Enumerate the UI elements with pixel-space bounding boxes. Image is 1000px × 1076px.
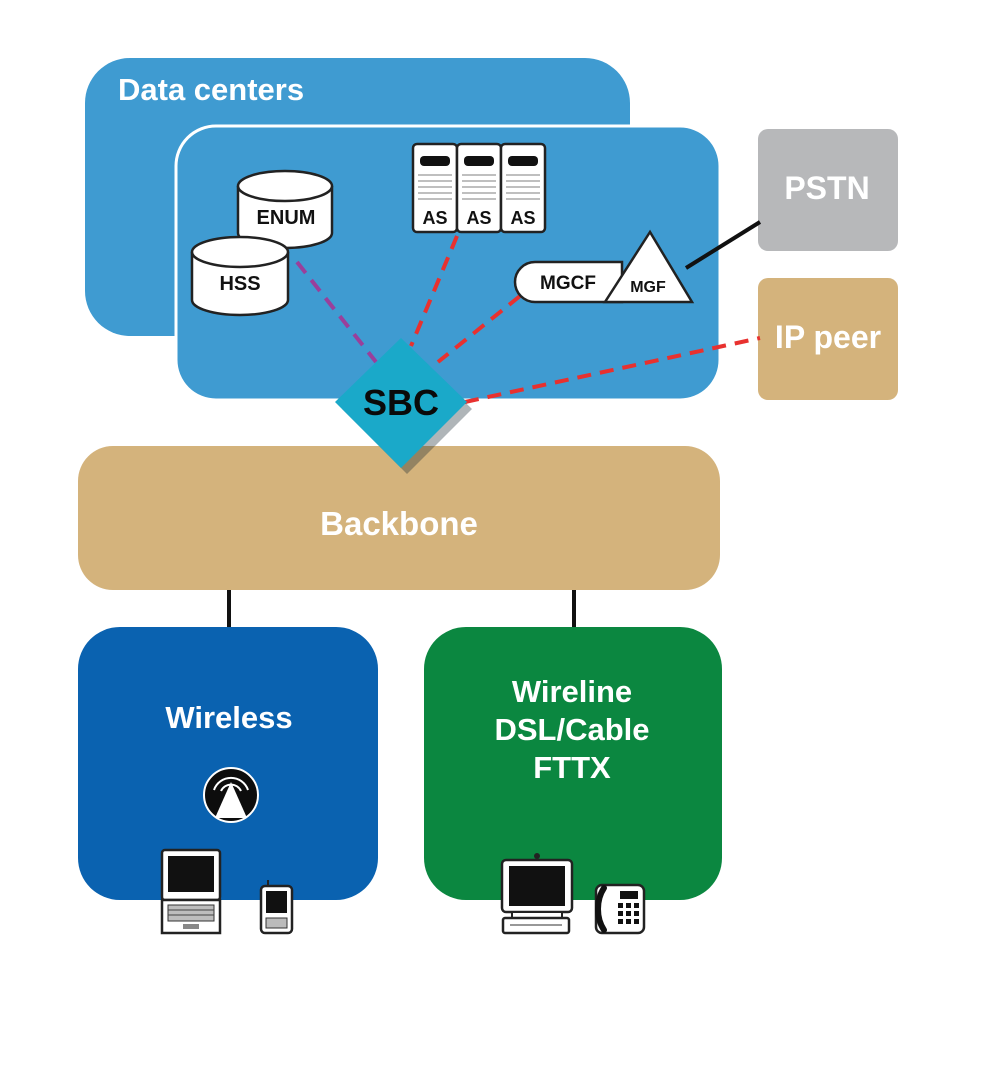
wireline-label-line-2: DSL/Cable (494, 712, 649, 747)
hss-label: HSS (219, 273, 260, 295)
mgf-label: MGF (630, 279, 666, 296)
pstn-box (758, 129, 898, 251)
antenna-icon (203, 767, 259, 823)
sbc-label: SBC (363, 382, 439, 423)
backbone-label: Backbone (320, 505, 478, 542)
database-icon (190, 252, 290, 317)
app-server-group: AS AS AS (411, 142, 547, 234)
enum-label: ENUM (257, 207, 316, 229)
pstn-label: PSTN (784, 170, 869, 206)
hss-database: HSS (190, 235, 290, 317)
mgcf-shape (513, 260, 624, 304)
mgcf-label: MGCF (540, 273, 596, 294)
backbone-box (78, 446, 720, 590)
ip-peer-label: IP peer (775, 319, 881, 355)
as-label-3: AS (510, 208, 535, 228)
server-rack-icon: AS (499, 142, 547, 234)
sbc-node: SBC (335, 338, 472, 474)
database-top (236, 169, 334, 203)
as-sbc-link (409, 235, 459, 347)
mgcf-node: MGCF (513, 260, 624, 304)
mgcf-sbc-link (436, 294, 522, 364)
laptop-icon (160, 848, 222, 935)
desk-phone-icon (594, 883, 646, 935)
server-rack-icon: AS (455, 142, 503, 234)
wireless-panel (78, 627, 378, 900)
mgf-shape (602, 229, 695, 304)
sbc-ip-peer-link (464, 336, 761, 404)
ip-peer-box (758, 278, 898, 400)
database-top (190, 235, 290, 269)
sbc-diamond (335, 338, 467, 468)
mgf-node: MGF (602, 229, 695, 304)
wireline-label-line-3: FTTX (533, 750, 611, 785)
wireline-panel (424, 627, 722, 900)
as-label-2: AS (466, 208, 491, 228)
wireless-label: Wireless (165, 700, 292, 735)
as-label-1: AS (422, 208, 447, 228)
data-centers-label: Data centers (118, 72, 304, 107)
mgf-pstn-link (684, 220, 762, 270)
desktop-computer-icon (500, 853, 574, 935)
pda-icon (259, 880, 294, 935)
wireline-label-line-1: Wireline (512, 674, 632, 709)
server-rack-icon: AS (411, 142, 459, 234)
